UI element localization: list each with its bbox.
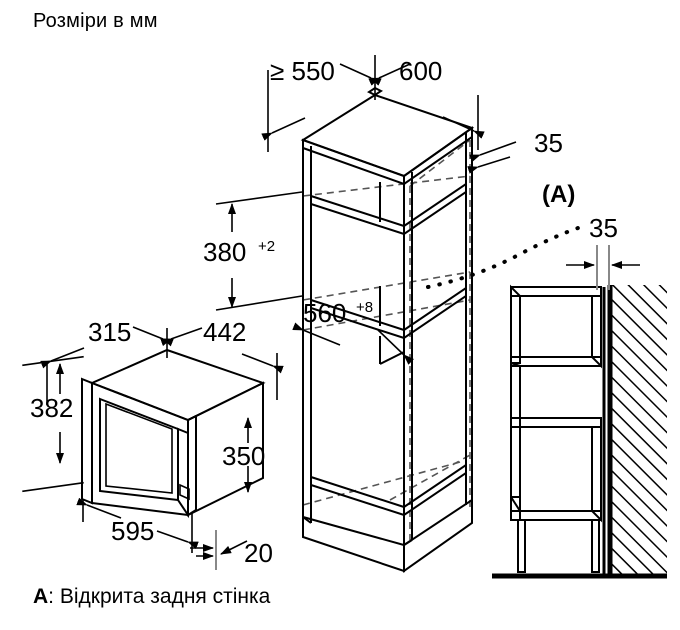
appliance-button [179, 483, 190, 501]
wall-gap-dimension: 35 [566, 213, 640, 290]
dim-label-appliance-front-thickness: 20 [244, 538, 273, 568]
dim-label-niche-opening: 560 [303, 298, 346, 328]
niche-width-dimension: 600 [368, 56, 485, 150]
back-gap-dimension: 35 [467, 128, 563, 174]
appliance-front-edge [81, 377, 93, 505]
appliance-depth-dimension: 315 [40, 317, 174, 405]
cabinet-hidden-edges [302, 139, 471, 540]
appliance-front-thickness-dimension: 20 [190, 530, 273, 570]
dim-label-appliance-body-width: 442 [203, 317, 246, 347]
dim-label-appliance-body-height: 350 [222, 441, 265, 471]
niche-height-dimension: 380 +2 [203, 191, 303, 311]
cabinet-rear-divider [379, 182, 405, 365]
niche-depth-dimension: ≥ 550 [261, 55, 382, 152]
appliance-body-width-dimension: 442 [160, 317, 284, 400]
dim-label-niche-height-tolerance: +2 [258, 238, 275, 255]
appliance-body-height-dimension: 350 [222, 417, 265, 493]
appliance-step-top [187, 415, 197, 421]
appliance-front-width-dimension: 595 [76, 497, 199, 553]
appliance-control-strip [177, 427, 189, 519]
side-cabinet-feet [517, 519, 600, 573]
dim-label-appliance-front-width: 595 [111, 516, 154, 546]
cabinet-shelf-upper [310, 182, 467, 236]
cabinet-niche-view [300, 86, 475, 573]
dim-label-back-gap: 35 [534, 128, 563, 158]
cabinet-bottom-panel [310, 463, 467, 517]
dim-label-niche-height: 380 [203, 237, 246, 267]
cabinet-top-panel [300, 86, 475, 186]
legend-text: Відкрита задня стінка [54, 585, 271, 608]
appliance-front-height-dimension: 382 [22, 355, 84, 493]
dim-label-wall-gap: 35 [589, 213, 618, 243]
cabinet-shelf-middle [310, 286, 467, 340]
cabinet-plinth [302, 498, 473, 573]
dim-label-appliance-depth: 315 [88, 317, 131, 347]
wall-hatch [612, 285, 667, 575]
appliance-top-face [89, 348, 266, 422]
cabinet-right-panel [403, 128, 473, 546]
dim-label-niche-opening-tolerance: +8 [356, 299, 373, 316]
callout-a-label: (A) [542, 181, 575, 208]
dim-label-appliance-front-height: 382 [30, 393, 73, 423]
dim-label-niche-depth: ≥ 550 [270, 56, 335, 86]
callout-a-leader [426, 226, 580, 289]
dim-label-niche-width: 600 [399, 56, 442, 86]
cabinet-side-elevation-view [492, 284, 667, 579]
appliance-view [81, 348, 266, 519]
legend-caption: A: Відкрита задня стінка [33, 585, 270, 609]
page-title: Розміри в мм [33, 10, 158, 32]
callout-a-group: (A) [426, 181, 580, 289]
niche-opening-dimension: 560 +8 [292, 298, 414, 365]
appliance-door-inner [105, 402, 173, 494]
legend-marker: A [33, 585, 49, 608]
legend-separator: : [48, 585, 55, 608]
side-cabinet-body [510, 284, 602, 523]
appliance-door-window [99, 397, 179, 502]
